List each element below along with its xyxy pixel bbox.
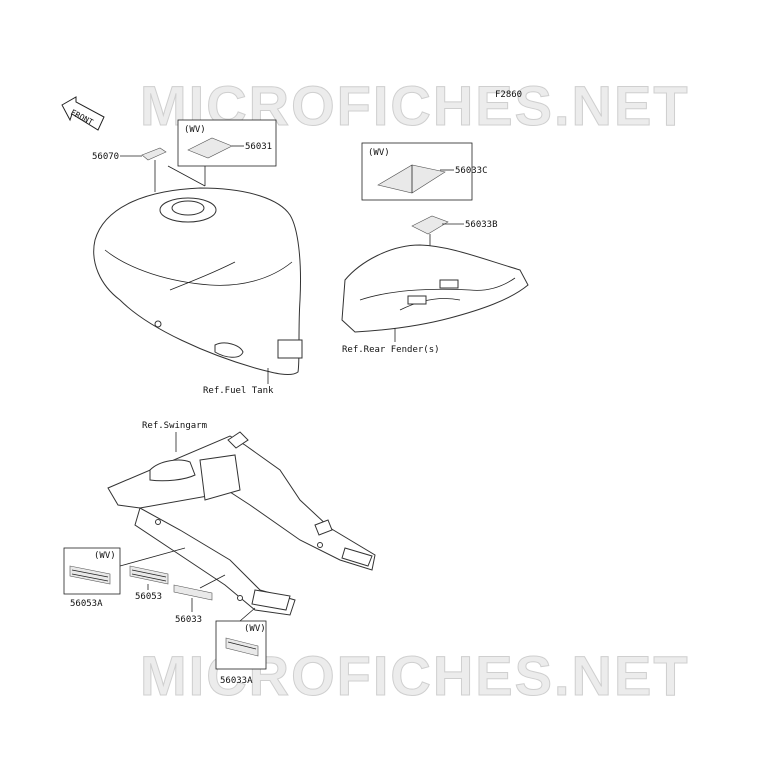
callout-56033C: 56033C — [455, 166, 488, 176]
callout-56031: 56031 — [245, 142, 272, 152]
label-56033A-wv-box: (WV) 56033A — [215, 607, 267, 686]
callout-56033B: 56033B — [465, 220, 498, 230]
label-56053: 56053 — [129, 565, 169, 602]
wv-label-56053A: (WV) — [94, 551, 116, 561]
callout-56033A: 56033A — [220, 676, 253, 686]
ref-swingarm: Ref.Swingarm — [142, 421, 207, 431]
callout-56053A: 56053A — [70, 599, 103, 609]
front-arrow-icon: FRONT — [61, 96, 105, 131]
figure-code: F2860 — [495, 90, 522, 100]
ref-fuel-tank: Ref.Fuel Tank — [203, 386, 274, 396]
label-56053A-wv-box: (WV) 56053A — [63, 547, 186, 609]
wv-label-56033A: (WV) — [244, 624, 266, 634]
callout-56070: 56070 — [92, 152, 119, 162]
wv-label-56031: (WV) — [184, 125, 206, 135]
fuel-tank: Ref.Fuel Tank — [93, 187, 303, 396]
ref-rear-fender: Ref.Rear Fender(s) — [342, 345, 440, 355]
swingarm: Ref.Swingarm — [107, 421, 376, 616]
label-56031-wv-box: (WV) 56031 — [167, 119, 277, 187]
label-56033B: 56033B — [411, 215, 498, 256]
label-56033C-wv-box: (WV) 56033C — [361, 142, 488, 201]
rear-fender: Ref.Rear Fender(s) — [341, 244, 529, 355]
callout-56033: 56033 — [175, 615, 202, 625]
callout-56053: 56053 — [135, 592, 162, 602]
label-56033: 56033 — [173, 574, 226, 625]
label-56070: 56070 — [92, 147, 167, 192]
wv-label-56033C: (WV) — [368, 148, 390, 158]
